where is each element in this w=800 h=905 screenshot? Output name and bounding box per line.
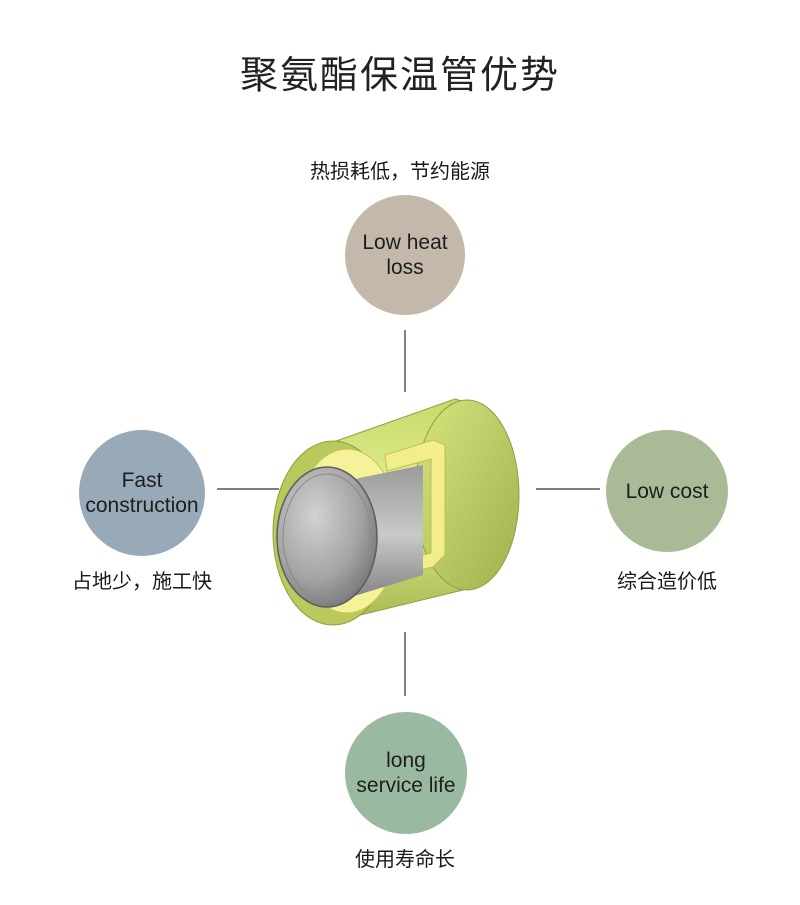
pipe-steel-face — [276, 466, 378, 608]
top-connector-line — [404, 330, 406, 392]
top-benefit-en-label: Low heat loss — [362, 231, 448, 279]
right-connector-line — [536, 488, 600, 490]
top-benefit-cn-label: 热损耗低，节约能源 — [310, 159, 490, 183]
bottom-benefit-en-label: long service life — [356, 749, 456, 797]
left-benefit-en-label: Fast construction — [85, 469, 199, 517]
right-benefit-en-label: Low cost — [625, 479, 709, 503]
bottom-benefit-cn-label: 使用寿命长 — [355, 847, 455, 871]
left-benefit-circle: Fast construction — [79, 430, 205, 556]
right-benefit-cn-label: 综合造价低 — [617, 569, 717, 593]
right-benefit-circle: Low cost — [606, 430, 728, 552]
top-benefit-circle: Low heat loss — [345, 195, 465, 315]
bottom-connector-line — [404, 632, 406, 696]
left-connector-line — [217, 488, 279, 490]
insulated-pipe-illustration — [272, 398, 520, 626]
bottom-benefit-circle: long service life — [345, 712, 467, 834]
left-benefit-cn-label: 占地少，施工快 — [72, 569, 212, 593]
page-title: 聚氨酯保温管优势 — [239, 53, 560, 97]
